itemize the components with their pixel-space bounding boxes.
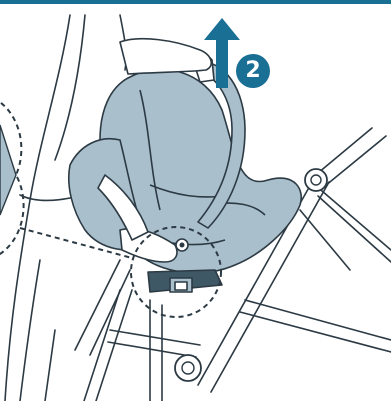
step-number-badge: 2 — [236, 54, 270, 88]
left-detail-circle — [0, 95, 24, 260]
stroller-hinge — [305, 169, 327, 191]
stroller-joint — [175, 355, 201, 381]
